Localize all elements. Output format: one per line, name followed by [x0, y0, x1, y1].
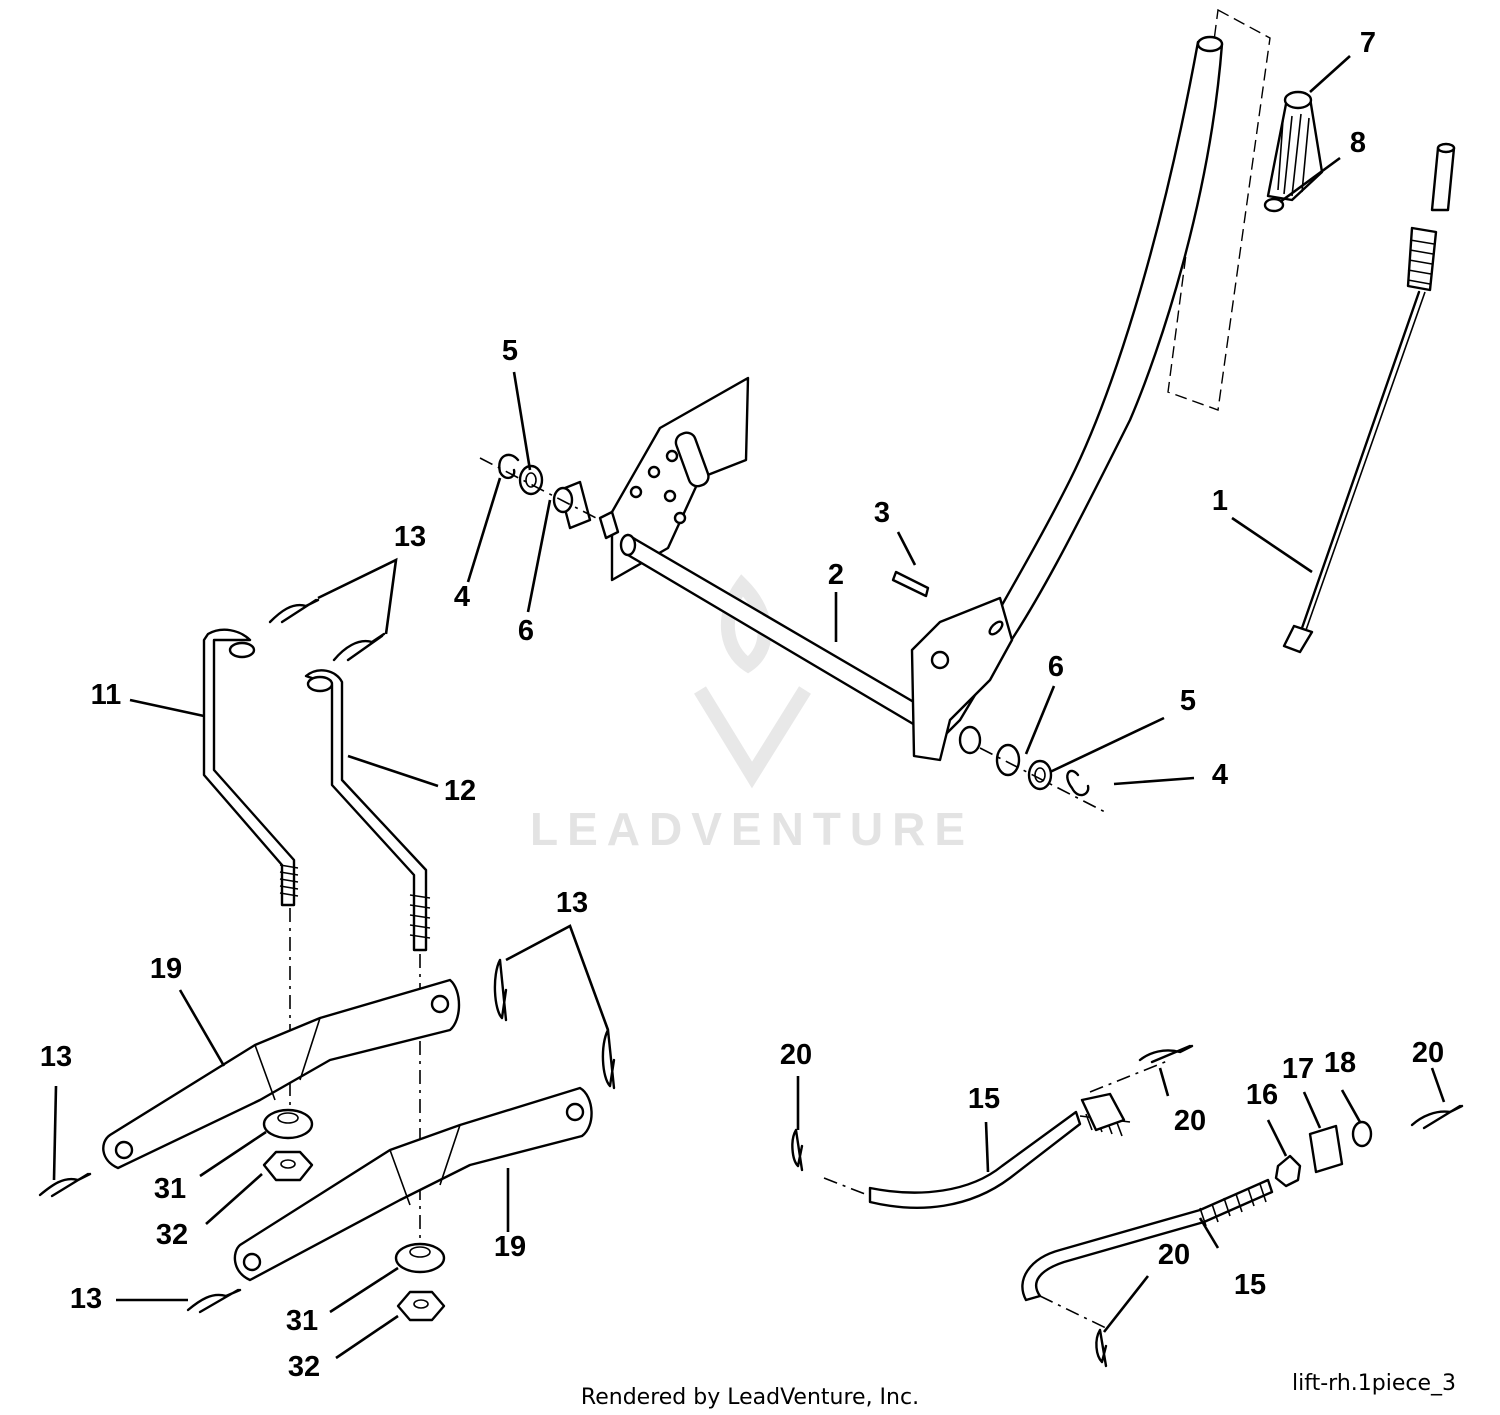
washer-left — [518, 464, 544, 496]
bushing-nut-upper — [262, 1108, 314, 1182]
callout-13-top: 13 — [394, 521, 426, 553]
right-shaft-hardware — [979, 743, 1106, 813]
callout-5-right: 5 — [1180, 685, 1196, 717]
callout-13-mid: 13 — [556, 887, 588, 919]
callout-20-left: 20 — [780, 1039, 812, 1071]
mounting-plate — [610, 376, 750, 582]
lift-link-11 — [202, 628, 299, 1110]
callout-15-lower: 15 — [1234, 1269, 1266, 1301]
swivel-block-17 — [1308, 1124, 1344, 1174]
callout-19-lower: 19 — [494, 1231, 526, 1263]
callout-31-upper: 31 — [154, 1173, 186, 1205]
watermark-text: LEADVENTURE — [530, 803, 974, 855]
callout-19-upper: 19 — [150, 953, 182, 985]
left-shaft-hardware — [479, 453, 601, 530]
callout-6-left: 6 — [518, 615, 534, 647]
callout-13-bottom: 13 — [70, 1283, 102, 1315]
bushing-right — [995, 743, 1021, 777]
callout-20-right: 20 — [1412, 1037, 1444, 1069]
washer-18 — [1351, 1120, 1373, 1148]
hex-nut-16 — [1274, 1154, 1302, 1188]
callout-4-left: 4 — [454, 581, 470, 613]
callout-16: 16 — [1246, 1079, 1278, 1111]
lift-link-12 — [304, 669, 431, 1240]
handle-ghost-outline — [1167, 8, 1271, 411]
callout-12: 12 — [444, 775, 476, 807]
callout-6-right: 6 — [1048, 651, 1064, 683]
bushing-nut-lower — [394, 1242, 446, 1322]
roll-pin — [891, 570, 930, 598]
callout-5-left: 5 — [502, 335, 518, 367]
callout-17: 17 — [1282, 1053, 1314, 1085]
callout-1: 1 — [1212, 485, 1228, 517]
diagram-id: lift-rh.1piece_3 — [1292, 1371, 1456, 1396]
callout-4-right: 4 — [1212, 759, 1228, 791]
lever-grip — [1263, 90, 1324, 213]
hairpin-clips-13 — [38, 598, 616, 1314]
callout-3: 3 — [874, 497, 890, 529]
callout-18: 18 — [1324, 1047, 1356, 1079]
callout-20-upper: 20 — [1174, 1105, 1206, 1137]
leader-lines — [52, 55, 1446, 1360]
callout-2: 2 — [828, 559, 844, 591]
washer-right — [1027, 759, 1053, 791]
footer-credit: Rendered by LeadVenture, Inc. — [581, 1385, 919, 1410]
grip-cap — [1263, 197, 1285, 213]
lever-bracket — [910, 596, 1014, 762]
lift-arm-upper — [102, 978, 461, 1170]
callout-32-lower: 32 — [288, 1351, 320, 1383]
e-clip-left — [498, 453, 520, 480]
adjust-rod-lower — [1021, 1120, 1373, 1331]
lift-arm-lower — [233, 1086, 593, 1282]
callout-7: 7 — [1360, 27, 1376, 59]
callout-13-left: 13 — [40, 1041, 72, 1073]
callout-20-lower: 20 — [1158, 1239, 1190, 1271]
callout-32-upper: 32 — [156, 1219, 188, 1251]
callout-8: 8 — [1350, 127, 1366, 159]
callout-15-upper: 15 — [968, 1083, 1000, 1115]
hairpin-clips-20 — [791, 1044, 1464, 1368]
adjust-rod-upper — [823, 1059, 1171, 1209]
e-clip-right — [1066, 769, 1090, 797]
callout-11: 11 — [91, 679, 122, 711]
lift-shaft-assembly — [598, 35, 1224, 762]
lift-cable — [1282, 142, 1456, 654]
callout-31-lower: 31 — [286, 1305, 318, 1337]
shaft — [626, 533, 926, 730]
callout-labels: 1 2 3 4 4 5 5 6 6 7 8 11 12 13 13 13 13 … — [40, 27, 1444, 1383]
